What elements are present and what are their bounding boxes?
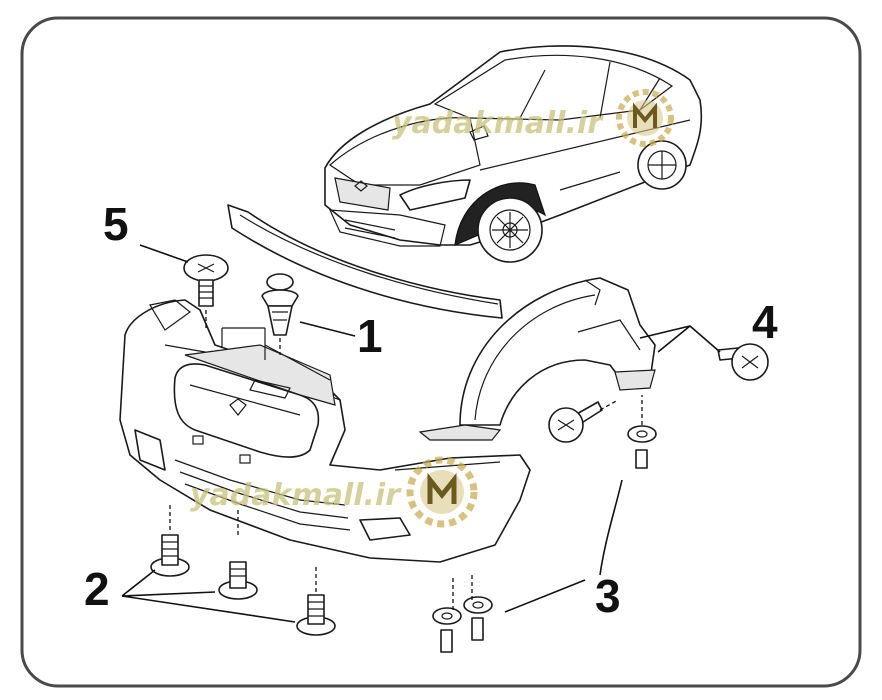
svg-text:yadakmall.ir: yadakmall.ir xyxy=(392,106,604,141)
wheel-arch-liner xyxy=(418,277,656,441)
screw-3-liner xyxy=(548,401,603,443)
callout-1: 1 xyxy=(357,310,383,362)
watermark-bottom: yadakmall.ir xyxy=(190,456,478,528)
clip-1 xyxy=(261,273,299,336)
washer-screw-3a xyxy=(627,425,657,469)
callout-3: 3 xyxy=(595,570,621,622)
washer-screw-3b xyxy=(432,607,462,653)
watermark-top: yadakmall.ir xyxy=(392,89,674,147)
gear-m-logo-icon xyxy=(406,456,478,528)
bolt-2b xyxy=(218,561,258,600)
leader-lines xyxy=(121,244,721,623)
gear-m-logo-icon xyxy=(616,89,674,147)
bumper-beam xyxy=(227,204,503,319)
screw-5 xyxy=(183,254,229,307)
bolt-2c xyxy=(296,594,336,636)
washer-screw-3c xyxy=(463,596,493,641)
svg-text:yadakmall.ir: yadakmall.ir xyxy=(190,478,402,513)
callout-4: 4 xyxy=(752,296,778,348)
bolt-2a xyxy=(150,534,190,577)
screw-4 xyxy=(717,343,769,381)
car-illustration xyxy=(324,45,703,263)
callout-2: 2 xyxy=(84,563,110,615)
callout-5: 5 xyxy=(103,198,129,250)
